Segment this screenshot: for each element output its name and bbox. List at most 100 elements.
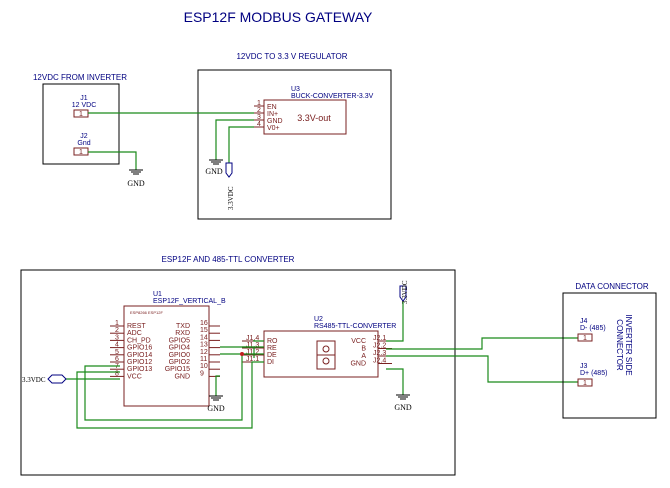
wire-3v3-u2 xyxy=(386,301,404,342)
section-label-regulator: 12VDC TO 3.3 V REGULATOR xyxy=(236,52,347,61)
u1-pin-5-name: GPIO14 xyxy=(127,352,152,359)
u2-right-pin-3-num: J2.4 xyxy=(373,358,386,365)
u1-pin-13-name: GPIO4 xyxy=(169,345,191,352)
u2-left-pin-2-num: J1.2 xyxy=(246,349,259,356)
u1-pin-8-name: VCC xyxy=(127,373,142,380)
u3-value: BUCK-CONVERTER-3.3V xyxy=(291,93,374,100)
u2-right-pin-1-name: B xyxy=(361,346,366,353)
inverter-block-frame xyxy=(42,83,120,165)
j3-body xyxy=(577,378,593,387)
u1-pin-10-name: GPIO15 xyxy=(165,366,190,373)
u3-pin-2-name: IN+ xyxy=(267,111,278,118)
u1-pin-3-num: 3 xyxy=(115,334,119,341)
j1-value: 12 VDC xyxy=(72,102,97,109)
u1-pin-13-num: 13 xyxy=(200,342,208,349)
u2-right-pin-2-name: A xyxy=(361,353,366,360)
j2-pin-number: 1 xyxy=(79,149,83,156)
section-label-esp: ESP12F AND 485-TTL CONVERTER xyxy=(162,255,295,264)
u1-pin-9-name: GND xyxy=(174,373,190,380)
schematic-title: ESP12F MODBUS GATEWAY xyxy=(184,9,373,25)
u1-pin-3-name: CH_PD xyxy=(127,337,151,344)
regulator-block-frame xyxy=(197,69,392,220)
u2-left-pin-2-name: DE xyxy=(267,352,277,359)
data-connector-frame xyxy=(562,292,657,419)
junction-re-de xyxy=(240,352,244,356)
wire-a-d-plus xyxy=(386,355,578,383)
gnd-label-u3: GND xyxy=(205,167,223,176)
j2-ref: J2 xyxy=(80,133,88,140)
u1-pin-6-num: 6 xyxy=(115,356,119,363)
u1-pin-1-num: 1 xyxy=(115,320,119,327)
ground-symbol-u3: GND xyxy=(205,159,223,176)
wire-u2-gnd xyxy=(386,368,404,395)
u1-pin-7-num: 7 xyxy=(115,363,119,370)
buck-converter-u3[interactable]: U3 BUCK-CONVERTER-3.3V 3.3V-out 1 2 3 4 … xyxy=(254,86,374,135)
u3-pin-1-num: 1 xyxy=(257,100,261,107)
u3-pin-3-name: GND xyxy=(267,118,283,125)
connector-j1[interactable]: J1 12 VDC 1 xyxy=(72,95,97,118)
net-label-3v3-rs485: 3.3VDC xyxy=(401,280,409,304)
u1-pin-12-name: GPIO0 xyxy=(169,352,191,359)
j1-pin-number: 1 xyxy=(79,111,83,118)
u1-pin-12-num: 12 xyxy=(200,349,208,356)
u2-left-pin-1-num: J1.3 xyxy=(246,342,259,349)
u2-left-pin-0-num: J1.4 xyxy=(246,335,259,342)
gnd-label-u1: GND xyxy=(207,404,225,413)
u2-right-pin-2-num: J2.3 xyxy=(373,350,386,357)
wire-j2-gnd xyxy=(88,151,137,170)
u1-inner-label: ESP8266 ESP12F xyxy=(130,310,163,315)
wire-b-d-minus xyxy=(386,337,578,350)
j4-body xyxy=(577,333,593,342)
u3-pin-1-name: EN xyxy=(267,104,277,111)
j3-ref: J3 xyxy=(580,363,588,370)
u1-pin-1-name: REST xyxy=(127,323,146,330)
u1-pin-6-name: GPIO12 xyxy=(127,359,152,366)
esp12f-module-u1[interactable]: U1 ESP12F_VERTICAL_B ESP8266 ESP12F xyxy=(123,291,226,407)
u3-pin-4-name: V0+ xyxy=(267,125,280,132)
u3-pin-4-num: 4 xyxy=(257,121,261,128)
u1-pin-16-name: TXD xyxy=(176,323,190,330)
u1-pin-14-name: GPIO5 xyxy=(169,337,191,344)
u1-pin-9-num: 9 xyxy=(200,370,204,377)
side-label-line-2: CONNECTOR xyxy=(615,319,624,371)
section-label-data-connector: DATA CONNECTOR xyxy=(575,282,649,291)
section-label-inverter: 12VDC FROM INVERTER xyxy=(33,73,127,82)
u1-ref: U1 xyxy=(153,291,162,298)
u1-pin-15-name: RXD xyxy=(175,330,190,337)
side-label-line-1: INVERTER SIDE xyxy=(624,314,633,375)
gnd-label-u2: GND xyxy=(394,403,412,412)
u2-left-pin-3-name: DI xyxy=(267,359,274,366)
u1-pin-10-num: 10 xyxy=(200,363,208,370)
u1-pin-5-num: 5 xyxy=(115,349,119,356)
u1-value: ESP12F_VERTICAL_B xyxy=(153,298,226,305)
u1-right-pins: 16TXD15RXD14GPIO513GPIO412GPIO011GPIO210… xyxy=(165,320,220,380)
wire-u3-gnd xyxy=(215,119,254,160)
j4-value: D- (485) xyxy=(580,325,606,332)
wire-ro xyxy=(253,340,264,342)
connector-j4[interactable]: J4 D- (485) 1 xyxy=(577,318,606,342)
connector-j3[interactable]: J3 D+ (485) 1 xyxy=(577,363,607,387)
u1-pin-2-name: ADC xyxy=(127,330,142,337)
wire-di-gpio13 xyxy=(76,361,264,429)
u2-right-pin-0-name: VCC xyxy=(351,338,366,345)
j4-ref: J4 xyxy=(580,318,588,325)
u2-value: RS485-TTL-CONVERTER xyxy=(314,323,396,330)
net-label-3v3-esp: 3.3VDC xyxy=(22,376,46,384)
ground-symbol-j2: GND xyxy=(127,169,145,188)
u1-pin-11-num: 11 xyxy=(200,356,207,363)
ground-symbol-u2: GND xyxy=(394,394,412,412)
net-port-3v3-esp: 3.3VDC xyxy=(22,374,67,384)
u2-ref: U2 xyxy=(314,316,323,323)
u2-right-pin-0-num: J2.1 xyxy=(373,335,386,342)
u2-left-pin-1-name: RE xyxy=(267,345,277,352)
u1-pin-8-num: 8 xyxy=(115,370,119,377)
j3-value: D+ (485) xyxy=(580,370,607,377)
ground-symbol-u1: GND xyxy=(207,395,225,413)
u1-pin-4-name: GPIO16 xyxy=(127,345,152,352)
gnd-label-j2: GND xyxy=(127,179,145,188)
u1-pin-2-num: 2 xyxy=(115,327,119,334)
